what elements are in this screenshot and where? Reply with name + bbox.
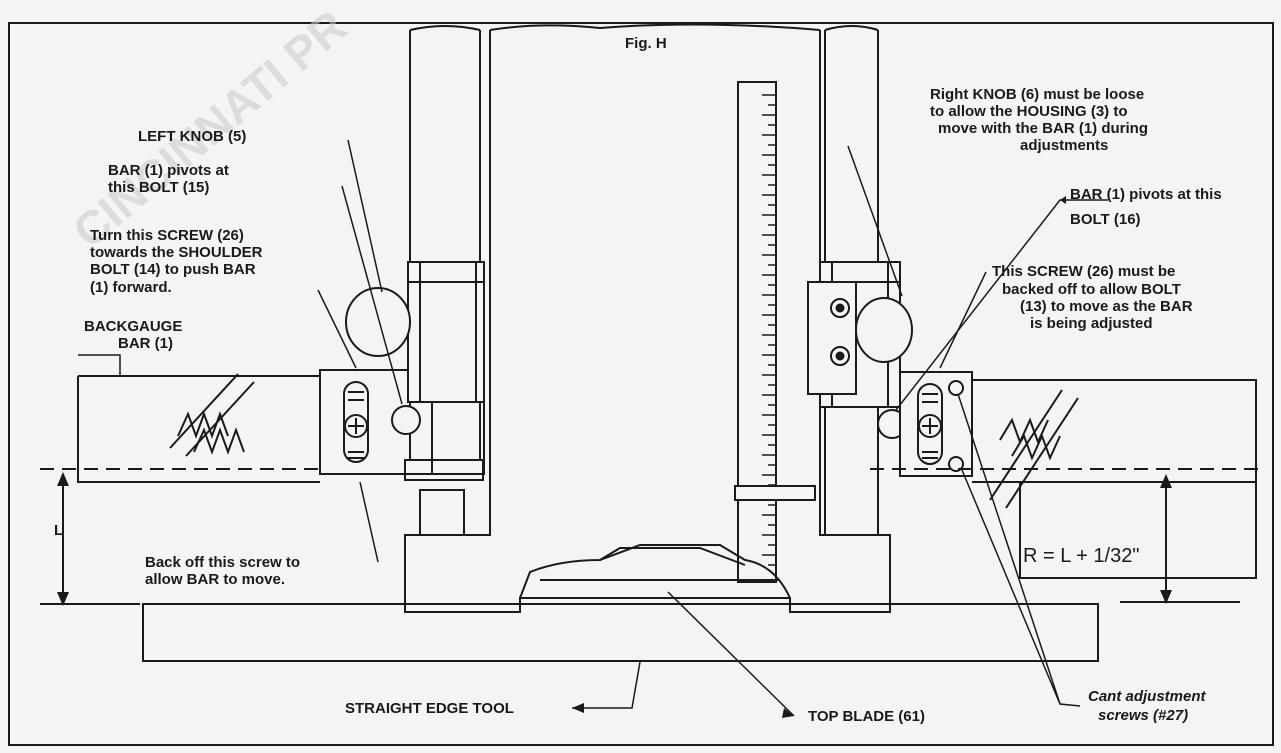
cant-screw-bottom bbox=[948, 456, 964, 472]
left-backgauge-bar bbox=[77, 375, 320, 483]
label-turn-screw-2: towards the SHOULDER bbox=[90, 244, 263, 261]
left-block-lines bbox=[408, 262, 484, 402]
left-shoulder-bolt bbox=[344, 414, 368, 438]
label-straight-edge: STRAIGHT EDGE TOOL bbox=[345, 700, 514, 717]
figure-border bbox=[8, 22, 1274, 746]
leader-cant-screws bbox=[957, 393, 1081, 707]
leader-back-off bbox=[359, 481, 379, 563]
leader-backgauge bbox=[78, 354, 121, 376]
label-backgauge-1: BACKGAUGE bbox=[84, 318, 182, 335]
leader-this-screw bbox=[939, 271, 987, 369]
leader-right-knob bbox=[847, 145, 903, 297]
top-blade-detail bbox=[540, 547, 780, 581]
left-column-collar bbox=[404, 459, 484, 481]
label-right-knob-4: adjustments bbox=[1020, 137, 1108, 154]
label-left-knob: LEFT KNOB (5) bbox=[138, 128, 246, 145]
right-break-lines bbox=[989, 389, 1079, 509]
label-dimension-l: L bbox=[54, 522, 63, 539]
ruler-scale bbox=[737, 81, 777, 583]
leader-top-blade bbox=[667, 591, 795, 717]
left-bolt-cross bbox=[348, 418, 364, 434]
label-cant-1: Cant adjustment bbox=[1088, 688, 1207, 705]
left-slot bbox=[343, 381, 369, 463]
dimension-arrowheads bbox=[57, 196, 1172, 718]
blade-housing-top bbox=[489, 23, 821, 31]
left-spring-lower bbox=[193, 427, 245, 455]
label-turn-screw-3: BOLT (14) to push BAR bbox=[90, 261, 256, 278]
label-bar-pivots-left-1: BAR (1) pivots at bbox=[108, 162, 229, 179]
left-knob bbox=[345, 287, 411, 357]
label-bar-pivots-right-2: BOLT (16) bbox=[1070, 211, 1141, 228]
right-plate-screw-top bbox=[830, 298, 850, 318]
right-plate bbox=[807, 281, 857, 395]
label-this-screw-3: (13) to move as the BAR bbox=[1020, 298, 1193, 315]
ruler-ticks bbox=[762, 94, 776, 566]
figure-title: Fig. H bbox=[625, 35, 667, 52]
straight-edge-tool bbox=[142, 603, 1099, 662]
left-column-base bbox=[419, 489, 465, 536]
top-blade-shape bbox=[519, 544, 791, 599]
label-this-screw-4: is being adjusted bbox=[1030, 315, 1153, 332]
label-bar-pivots-right-1: BAR (1) pivots at this bbox=[1070, 186, 1222, 203]
right-spring-lower bbox=[1011, 433, 1061, 461]
label-bar-pivots-left-2: this BOLT (15) bbox=[108, 179, 209, 196]
left-column-top bbox=[409, 25, 481, 31]
leader-straight-edge bbox=[572, 661, 641, 709]
label-right-knob-1: Right KNOB (6) must be loose bbox=[930, 86, 1144, 103]
label-this-screw-1: This SCREW (26) must be bbox=[992, 263, 1175, 280]
label-backgauge-2: BAR (1) bbox=[118, 335, 173, 352]
label-turn-screw-4: (1) forward. bbox=[90, 279, 172, 296]
leader-left-knob bbox=[347, 139, 383, 293]
right-spring-upper bbox=[999, 417, 1049, 445]
label-right-knob-2: to allow the HOUSING (3) to bbox=[930, 103, 1128, 120]
right-backgauge-bar bbox=[972, 379, 1257, 483]
label-top-blade: TOP BLADE (61) bbox=[808, 708, 925, 725]
label-back-off-1: Back off this screw to bbox=[145, 554, 300, 571]
right-lower-bar bbox=[1019, 482, 1257, 579]
left-spring-upper bbox=[177, 411, 229, 439]
right-knob bbox=[855, 297, 913, 363]
leader-turn-screw bbox=[317, 289, 357, 369]
right-bolt-cross bbox=[922, 418, 938, 434]
ruler-pointer bbox=[734, 485, 816, 501]
right-slot-ticks bbox=[922, 393, 938, 459]
right-shoulder-bolt bbox=[918, 414, 942, 438]
left-adjust-screw bbox=[391, 405, 421, 435]
left-slot-ticks bbox=[348, 391, 364, 459]
right-plate-screw-bottom bbox=[830, 346, 850, 366]
right-slot bbox=[917, 383, 943, 465]
label-back-off-2: allow BAR to move. bbox=[145, 571, 285, 588]
label-right-knob-3: move with the BAR (1) during bbox=[938, 120, 1148, 137]
label-dimension-r: R = L + 1/32" bbox=[1023, 545, 1139, 567]
label-this-screw-2: backed off to allow BOLT bbox=[1002, 281, 1181, 298]
label-turn-screw-1: Turn this SCREW (26) bbox=[90, 227, 244, 244]
right-column-top bbox=[824, 25, 879, 31]
cant-screw-top bbox=[948, 380, 964, 396]
leader-bar-pivots-left bbox=[341, 185, 403, 405]
label-cant-2: screws (#27) bbox=[1098, 707, 1188, 724]
